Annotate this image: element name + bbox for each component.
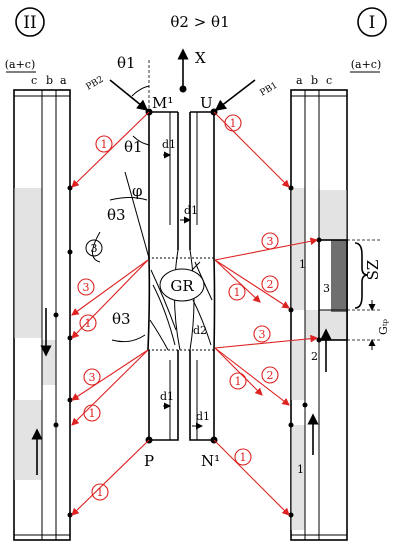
pb1-beam xyxy=(214,79,256,111)
gtp-label: Gₜₚ xyxy=(377,318,390,334)
gr-label: GR xyxy=(170,277,194,295)
d1-label-1: d1 xyxy=(162,138,176,151)
right-shade-4 xyxy=(319,190,347,240)
right-ac-label: (a+c) xyxy=(351,58,382,71)
svg-text:2: 2 xyxy=(267,278,274,291)
left-a-label: a xyxy=(60,74,67,87)
d2-label: d2 xyxy=(193,324,207,337)
phi-label: φ xyxy=(132,182,143,200)
right-strip-upper xyxy=(189,111,215,258)
left-strip-upper xyxy=(148,111,179,258)
svg-text:1: 1 xyxy=(240,451,247,464)
svg-text:1: 1 xyxy=(97,486,104,499)
d1-label-3: d1 xyxy=(160,390,174,403)
svg-text:3: 3 xyxy=(91,242,98,255)
sz-brace xyxy=(354,242,369,309)
right-shade-3 xyxy=(305,310,319,340)
zone-1-lower-label: 1 xyxy=(297,463,304,476)
svg-text:3: 3 xyxy=(259,328,266,341)
right-shade-1 xyxy=(291,188,305,310)
gr-zone xyxy=(159,268,205,302)
right-c-label: c xyxy=(326,74,332,87)
theta3-upper-label: θ3 xyxy=(107,206,126,224)
x-axis-label: X xyxy=(195,49,206,67)
side-i-label: I xyxy=(369,13,376,33)
d1-label-2: d1 xyxy=(184,204,198,217)
svg-text:1: 1 xyxy=(101,138,108,151)
svg-text:2: 2 xyxy=(267,369,274,382)
zone-3-label: 3 xyxy=(323,282,330,295)
pb1-label: PB1 xyxy=(259,81,280,99)
right-b-label: b xyxy=(311,74,318,87)
x-axis-origin xyxy=(179,85,187,93)
pb2-label: PB2 xyxy=(85,75,106,93)
ray-labels: 1 1 3 3 1 3 1 2 3 2 1 3 1 1 1 xyxy=(77,114,279,501)
theta1-top-label: θ1 xyxy=(117,54,136,72)
center-strips: GR d1 d1 d2 d1 d1 M¹ U P N¹ xyxy=(144,94,220,470)
theta1-lower-label: θ1 xyxy=(124,138,143,156)
right-plate: (a+c) a b c 1 3 2 1 xyxy=(288,58,390,541)
right-shade-5 xyxy=(319,310,347,340)
header: II I θ2 > θ1 X xyxy=(15,7,387,93)
left-c-label: c xyxy=(31,74,37,87)
svg-text:3: 3 xyxy=(89,371,96,384)
side-ii-label: II xyxy=(23,13,36,33)
svg-text:1: 1 xyxy=(235,375,242,388)
left-strip-lower xyxy=(148,350,179,441)
m1-label: M¹ xyxy=(152,94,173,112)
side-i-circle xyxy=(357,7,387,37)
right-shade-6 xyxy=(291,425,305,530)
left-ac-label: (a+c) xyxy=(5,58,36,71)
svg-text:3: 3 xyxy=(267,235,274,248)
svg-text:3: 3 xyxy=(83,281,90,294)
rays xyxy=(71,111,319,516)
condition-label: θ2 > θ1 xyxy=(170,13,229,31)
svg-text:1: 1 xyxy=(234,286,241,299)
left-b-label: b xyxy=(46,74,53,87)
left-shade-2 xyxy=(42,340,56,385)
svg-text:1: 1 xyxy=(89,407,96,420)
side-ii-circle xyxy=(15,7,45,37)
sz-label: SZ xyxy=(364,260,382,281)
zone-1-upper-label: 1 xyxy=(299,258,306,271)
zone-2-label: 2 xyxy=(311,350,318,363)
svg-text:1: 1 xyxy=(230,117,237,130)
right-strip-lower xyxy=(189,350,215,441)
right-a-label: a xyxy=(296,74,303,87)
left-plate: (a+c) c b a xyxy=(5,58,73,541)
p-label: P xyxy=(144,452,154,470)
n1-label: N¹ xyxy=(201,452,220,470)
theta3-lower-label: θ3 xyxy=(112,310,131,328)
u-label: U xyxy=(200,94,213,112)
pb2-beam xyxy=(109,79,149,112)
d1-label-4: d1 xyxy=(196,410,210,423)
right-dark-block xyxy=(331,240,347,312)
svg-text:1: 1 xyxy=(85,317,92,330)
left-shade-1 xyxy=(14,188,42,338)
right-shade-2 xyxy=(291,340,305,400)
